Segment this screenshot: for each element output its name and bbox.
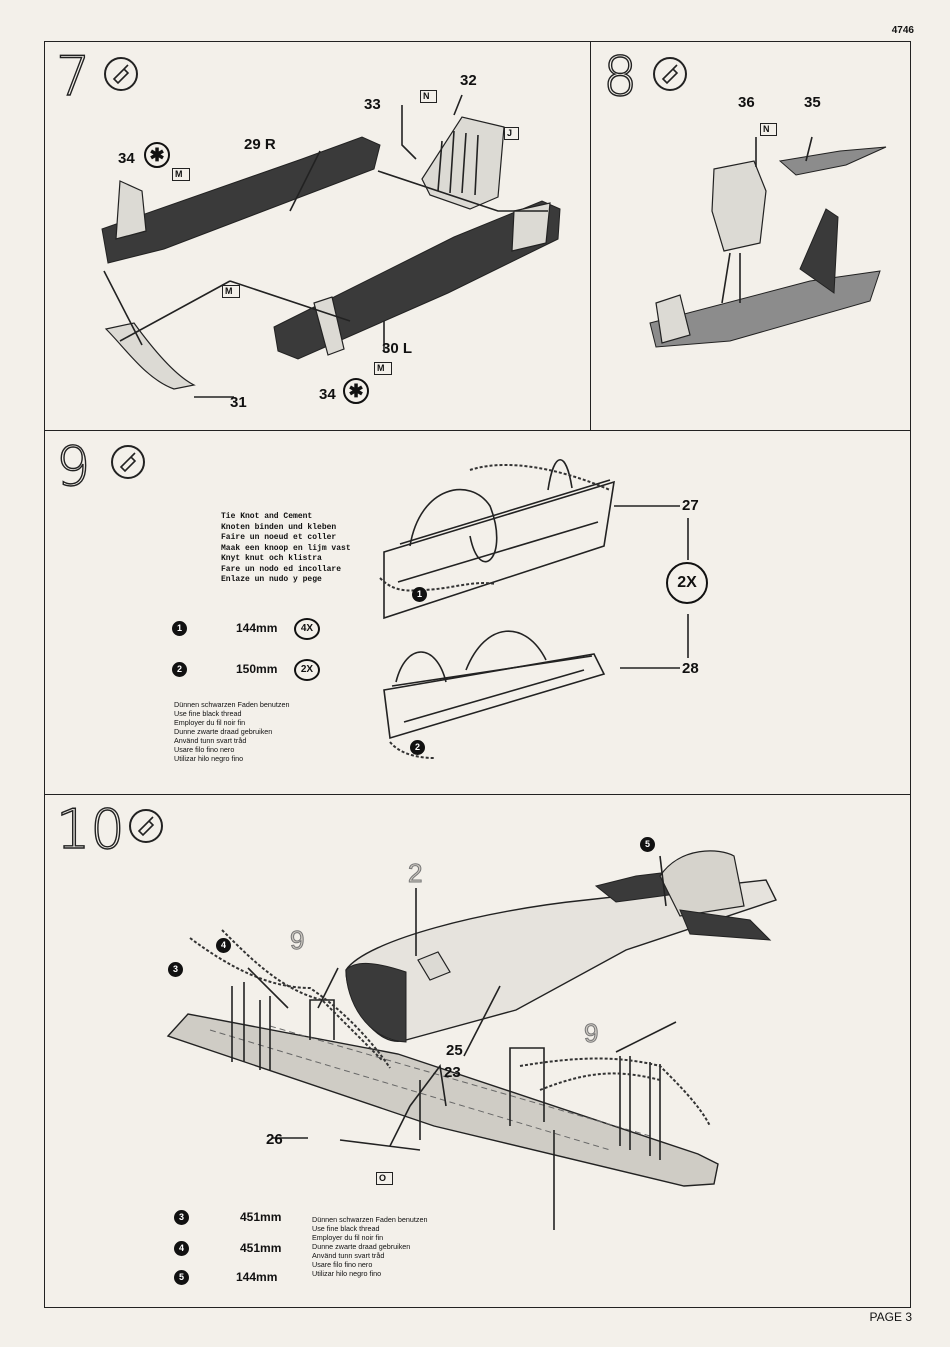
thread-bullet: 3 <box>174 1210 189 1225</box>
step-9-diagram <box>379 458 689 759</box>
step-7-diagram <box>101 94 561 398</box>
cement-icon <box>104 57 138 91</box>
thread-length: 144mm <box>236 1270 278 1284</box>
cement-icon <box>653 57 687 91</box>
thread-bullet: 1 <box>172 621 187 636</box>
multiplier-badge: 2X <box>666 562 708 604</box>
part-label-2: 2 <box>407 858 423 889</box>
step-8-diagram <box>649 136 887 348</box>
cement-icon <box>129 809 163 843</box>
letter-tag-m: M <box>172 168 190 181</box>
multiplier-badge: 2X <box>294 659 320 681</box>
step-10-diagram <box>166 850 777 1230</box>
thread-length: 150mm <box>236 662 278 676</box>
letter-tag-m: M <box>374 362 392 375</box>
part-label-34: 34 <box>319 386 336 403</box>
asterisk-icon: ✱ <box>144 142 170 168</box>
thread-length: 144mm <box>236 621 278 635</box>
part-label-36: 36 <box>738 94 755 111</box>
part-label-32: 32 <box>460 72 477 89</box>
page-footer: PAGE 3 <box>869 1310 912 1324</box>
part-label-26: 26 <box>266 1131 283 1148</box>
thread-length: 451mm <box>240 1241 282 1255</box>
part-label-28: 28 <box>682 660 699 677</box>
diagram-bullet: 2 <box>410 740 425 755</box>
thread-instructions: Dünnen schwarzen Faden benutzen Use fine… <box>312 1215 428 1278</box>
part-label-34: 34 <box>118 150 135 167</box>
part-label-9: 9 <box>289 925 305 956</box>
part-label-33: 33 <box>364 96 381 113</box>
part-label-35: 35 <box>804 94 821 111</box>
step-number: 7 <box>55 45 91 108</box>
cement-icon <box>111 445 145 479</box>
part-label-9: 9 <box>583 1018 599 1049</box>
step-number: 8 <box>602 45 638 108</box>
asterisk-icon: ✱ <box>343 378 369 404</box>
letter-tag-n: N <box>760 123 777 136</box>
letter-tag-j: J <box>504 127 520 140</box>
letter-tag-o: O <box>376 1172 394 1185</box>
multiplier-badge: 4X <box>294 618 320 640</box>
thread-length: 451mm <box>240 1210 282 1224</box>
diagram-bullet: 1 <box>412 587 427 602</box>
part-label-31: 31 <box>230 394 247 411</box>
part-label-29r: 29 R <box>244 136 276 153</box>
diagram-bullet: 5 <box>640 837 655 852</box>
part-label-27: 27 <box>682 497 699 514</box>
part-label-25: 25 <box>446 1042 463 1059</box>
thread-bullet: 2 <box>172 662 187 677</box>
part-label-23: 23 <box>444 1064 461 1081</box>
thread-instructions: Dünnen schwarzen Faden benutzen Use fine… <box>174 700 290 763</box>
part-label-30l: 30 L <box>382 340 413 357</box>
thread-bullet: 4 <box>174 1241 189 1256</box>
step-number: 9 <box>55 435 91 498</box>
diagram-bullet: 3 <box>168 962 183 977</box>
step-10-panel <box>44 794 911 1308</box>
thread-bullet: 5 <box>174 1270 189 1285</box>
diagram-bullet: 4 <box>216 938 231 953</box>
step-number: 10 <box>55 798 125 861</box>
letter-tag-m: M <box>222 285 240 298</box>
tie-knot-instructions: Tie Knot and Cement Knoten binden und kl… <box>221 512 351 584</box>
page-code: 4746 <box>891 25 914 36</box>
letter-tag-n: N <box>420 90 437 103</box>
